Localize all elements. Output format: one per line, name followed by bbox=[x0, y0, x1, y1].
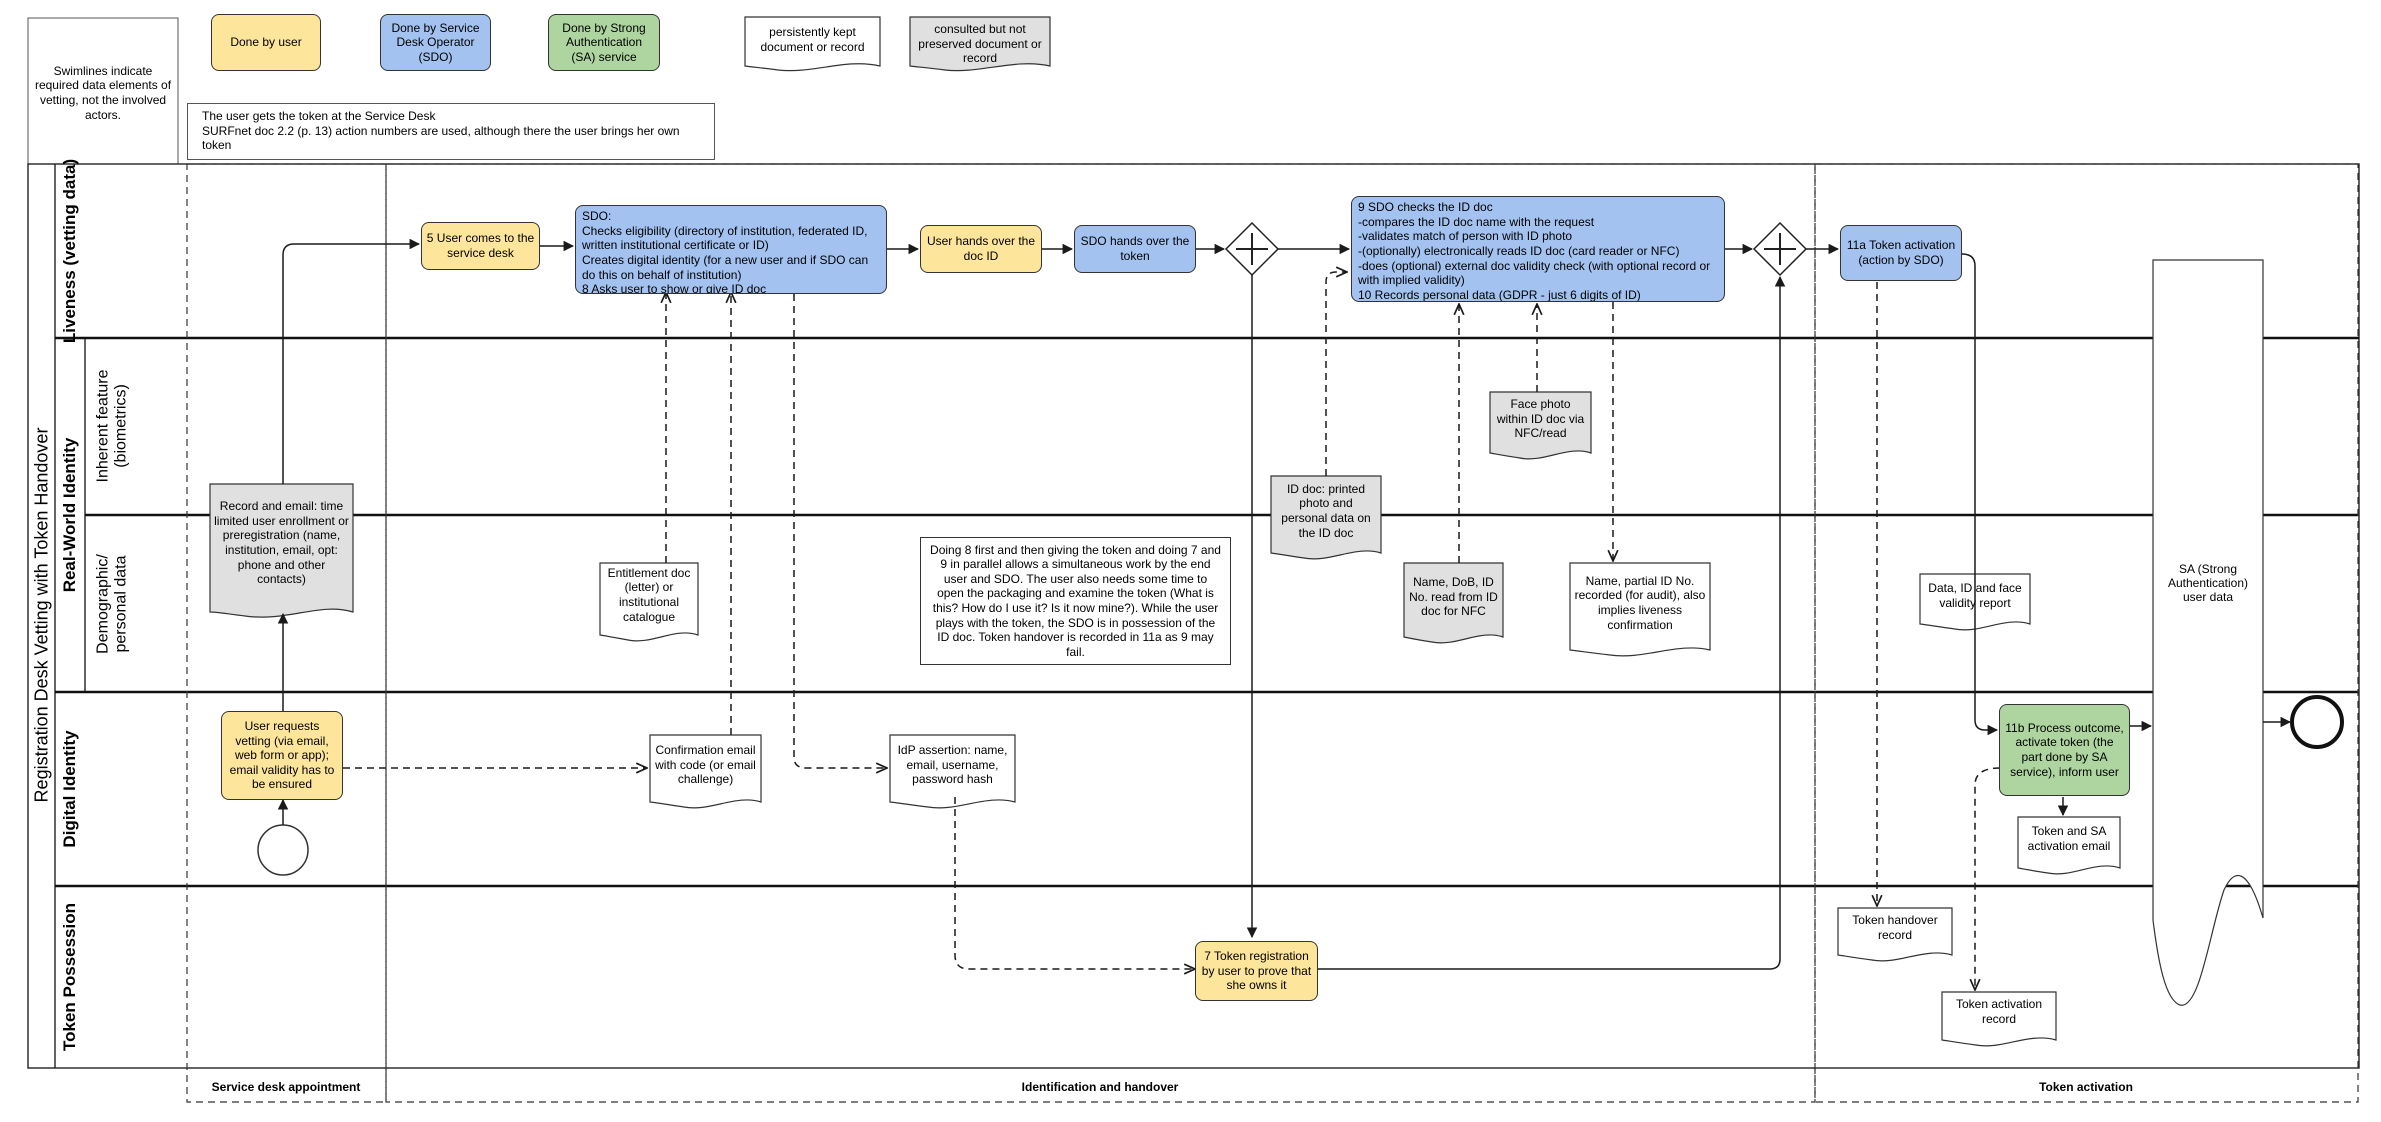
assoc-idp-to-tokenreg bbox=[954, 797, 1195, 969]
doc-shape-entitlement bbox=[599, 562, 699, 642]
doc-shape-record-email bbox=[209, 483, 354, 618]
doc-shape-token-handover-record bbox=[1837, 907, 1953, 962]
flow-activation-to-process bbox=[1961, 253, 1999, 736]
group-identification-box bbox=[385, 163, 1816, 1103]
lane-demographic: Demographic/ personal data bbox=[94, 554, 130, 654]
task-sdo-hands-over-token: SDO hands over the token bbox=[1074, 225, 1196, 273]
flow-record-to-comes bbox=[282, 238, 421, 484]
doc-shape-idp-assertion bbox=[889, 734, 1016, 809]
doc-shape-name-partial bbox=[1569, 562, 1711, 657]
parallel-gateway-2 bbox=[1752, 221, 1808, 277]
legend-note: Swimlines indicate required data element… bbox=[34, 63, 172, 122]
task-sdo-checks-eligibility: SDO: Checks eligibility (directory of in… bbox=[575, 205, 887, 294]
doc-record-and-email: Record and email: time limited user enro… bbox=[214, 499, 349, 587]
legend-consulted-doc: consulted but not preserved document or … bbox=[918, 22, 1042, 66]
group-activation-box bbox=[1814, 163, 2359, 1103]
sa-user-data-shape bbox=[2152, 259, 2264, 1006]
task-user-requests-vetting: User requests vetting (via email, web fo… bbox=[221, 711, 343, 800]
doc-name-partial-id: Name, partial ID No. recorded (for audit… bbox=[1574, 573, 1706, 632]
doc-entitlement: Entitlement doc (letter) or institutiona… bbox=[607, 565, 691, 624]
legend-done-by-user: Done by user bbox=[211, 14, 321, 71]
doc-shape-id-doc bbox=[1270, 475, 1382, 560]
lane-token-possession: Token Possession bbox=[60, 902, 79, 1052]
group-appointment-box bbox=[186, 163, 387, 1103]
doc-shape-token-activation-record bbox=[1941, 991, 2057, 1047]
task-sdo-checks-id-doc: 9 SDO checks the ID doc -compares the ID… bbox=[1351, 196, 1725, 302]
start-event bbox=[257, 824, 309, 876]
legend-done-by-sa: Done by Strong Authentication (SA) servi… bbox=[548, 14, 660, 71]
pool-title: Registration Desk Vetting with Token Han… bbox=[31, 427, 52, 803]
lane-real-world-identity: Real-World Identity bbox=[60, 437, 79, 593]
doc-shape-name-dob bbox=[1403, 562, 1504, 644]
task-user-comes-to-desk: 5 User comes to the service desk bbox=[421, 222, 540, 270]
doc-idp-assertion: IdP assertion: name, email, username, pa… bbox=[897, 743, 1008, 787]
group-label-identification: Identification and handover bbox=[1021, 1080, 1179, 1094]
doc-face-photo: Face photo within ID doc via NFC/read bbox=[1496, 397, 1585, 441]
legend-consulted-doc-shape bbox=[909, 16, 1051, 72]
end-event bbox=[2290, 695, 2344, 749]
group-label-appointment: Service desk appointment bbox=[211, 1080, 361, 1094]
sa-user-data-label: SA (Strong Authentication) user data bbox=[2167, 562, 2249, 604]
context-note: The user gets the token at the Service D… bbox=[187, 103, 715, 160]
doc-token-sa-email: Token and SA activation email bbox=[2027, 824, 2111, 853]
task-process-outcome: 11b Process outcome, activate token (the… bbox=[1999, 704, 2130, 796]
doc-id-doc: ID doc: printed photo and personal data … bbox=[1281, 481, 1371, 540]
parallel-gateway-1 bbox=[1224, 221, 1280, 277]
doc-token-activation-record: Token activation record bbox=[1955, 997, 2043, 1026]
task-user-hands-over-doc: User hands over the doc ID bbox=[920, 225, 1042, 273]
task-token-activation: 11a Token activation (action by SDO) bbox=[1840, 225, 1962, 281]
doc-shape-token-sa-email bbox=[2017, 816, 2121, 875]
doc-token-handover-record: Token handover record bbox=[1852, 913, 1938, 942]
lane-digital-identity: Digital Identity bbox=[60, 730, 79, 848]
assoc-process-to-activation-record bbox=[1975, 767, 2001, 990]
legend-note-box bbox=[27, 17, 179, 165]
doc-name-dob: Name, DoB, ID No. read from ID doc for N… bbox=[1409, 575, 1498, 619]
legend-kept-doc-shape bbox=[744, 16, 881, 72]
assoc-iddoc-to-checkid bbox=[1325, 272, 1347, 476]
parallel-work-note: Doing 8 first and then giving the token … bbox=[920, 537, 1231, 665]
legend-kept-doc: persistently kept document or record bbox=[760, 25, 865, 54]
doc-confirmation-email: Confirmation email with code (or email c… bbox=[655, 743, 756, 787]
assoc-sdo-to-idp bbox=[793, 294, 887, 768]
legend-done-by-sdo: Done by Service Desk Operator (SDO) bbox=[380, 14, 491, 71]
lane-inherent-feature: Inherent feature (biometrics) bbox=[94, 369, 130, 483]
doc-data-id-face-report: Data, ID and face validity report bbox=[1928, 581, 2022, 610]
task-token-registration: 7 Token registration by user to prove th… bbox=[1195, 941, 1318, 1001]
flow-tokenreg-to-gateway2 bbox=[1318, 275, 1786, 970]
group-label-activation: Token activation bbox=[2039, 1080, 2133, 1094]
lane-liveness: Liveness (vetting data) bbox=[60, 158, 79, 344]
doc-shape-face-photo bbox=[1489, 391, 1592, 460]
doc-shape-confirmation bbox=[649, 734, 762, 809]
